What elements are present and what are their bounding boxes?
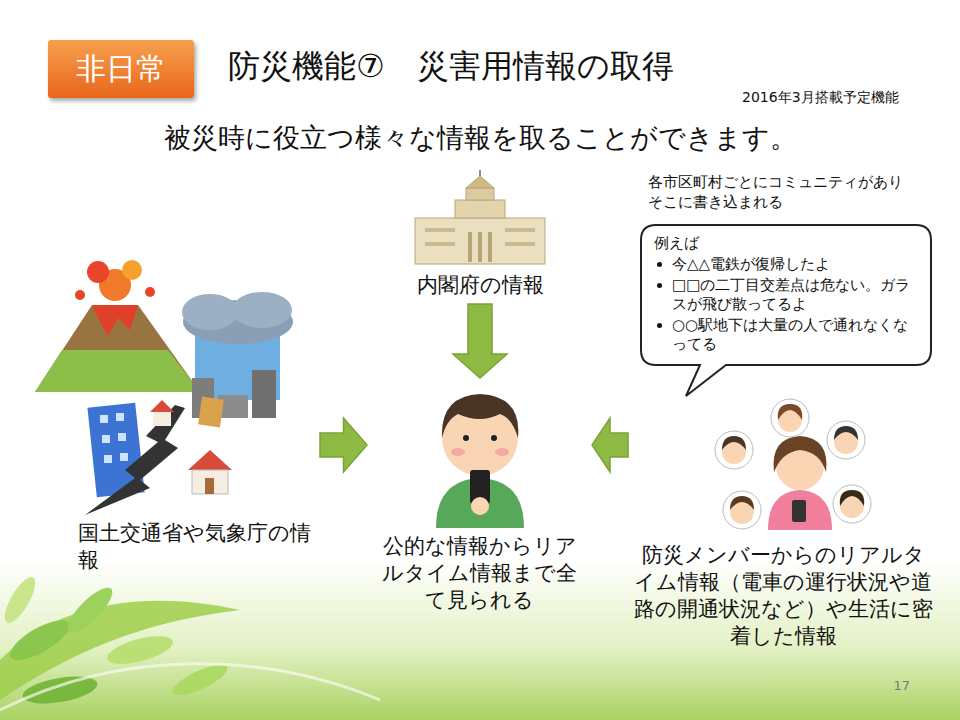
eye: [463, 435, 469, 441]
phone: [792, 500, 806, 522]
roof: [150, 400, 174, 412]
slide-title: 防災機能⑦ 災害用情報の取得: [228, 44, 674, 88]
member-face: [827, 421, 865, 459]
caption: 国土交通省や気象庁の情報: [78, 520, 315, 574]
hair: [442, 394, 518, 438]
ember: [145, 287, 155, 297]
speech-circle: [715, 431, 753, 469]
block-arrow: [453, 304, 507, 378]
window: [104, 455, 112, 463]
caption: 防災メンバーからのリアルタイム情報（電車の運行状況や道路の開通状況など）や生活に…: [633, 542, 933, 650]
block-arrow: [592, 418, 628, 472]
page-number: 17: [870, 678, 910, 694]
cloud: [232, 292, 292, 328]
speech-circle: [723, 491, 761, 529]
house: [192, 470, 228, 494]
hair: [730, 496, 754, 510]
hair: [722, 436, 746, 450]
bubble-item: □□の二丁目交差点は危ない。ガラスが飛び散ってるよ: [654, 276, 918, 314]
tower-roof: [466, 176, 494, 188]
bubble-heading: 例えば: [654, 234, 918, 253]
building-base: [415, 218, 545, 264]
bubble-item: 今△△電鉄が復帰したよ: [654, 255, 918, 274]
member-group: [715, 399, 871, 530]
leaf: [0, 573, 41, 627]
community-note: 各市区町村ごとにコミュニティがありそこに書き込まれる: [648, 172, 916, 212]
speech-circle: [827, 421, 865, 459]
volcano-body: [35, 305, 200, 392]
hand: [471, 497, 489, 515]
cloud: [182, 294, 238, 330]
windows-row: [425, 228, 455, 232]
shirt: [768, 490, 832, 530]
caption: 公的な情報からリアルタイム情報まで全て見られる: [372, 533, 587, 614]
bullet-dot: [657, 262, 662, 267]
bubble-shape: [641, 225, 931, 396]
parliament-icon: [415, 170, 545, 264]
schedule-note: 2016年3月搭載予定機能: [742, 88, 952, 106]
source-members: 防災メンバーからのリアルタイム情報（電車の運行状況や道路の開通状況など）や生活に…: [633, 402, 933, 650]
hair: [774, 436, 827, 472]
tower: [466, 188, 494, 200]
hair: [778, 404, 803, 420]
door: [205, 478, 214, 494]
storm-icon: [182, 292, 293, 418]
flagpole: [479, 170, 481, 176]
windows-row: [425, 242, 455, 246]
roof: [188, 450, 232, 470]
bubble-item: ○○駅地下は大量の人で通れなくなってる: [654, 316, 918, 354]
eruption: [87, 261, 109, 283]
building: [252, 370, 276, 418]
bullet-dot: [657, 323, 662, 328]
subtitle: 被災時に役立つ様々な情報を取ることができます。: [0, 120, 960, 156]
person-with-phone: [436, 394, 524, 528]
window: [102, 435, 110, 443]
member-face: [771, 399, 809, 437]
window: [116, 413, 124, 421]
small-building: [198, 397, 224, 428]
member-face: [723, 491, 761, 529]
source-ministries: 国土交通省や気象庁の情報: [30, 262, 315, 574]
windows-row: [505, 228, 535, 232]
speech-bubble: 例えば今△△電鉄が復帰したよ □□の二丁目交差点は危ない。ガラスが飛び散ってるよ○…: [640, 224, 932, 366]
leaf-decoration: [0, 573, 380, 710]
badge-text: 非日常: [54, 47, 188, 91]
member-face: [715, 431, 753, 469]
window: [120, 453, 128, 461]
earthquake-icon: [85, 397, 232, 515]
blush: [451, 448, 465, 456]
bullet-dot: [657, 283, 662, 288]
source-cabinet-office: 内閣府の情報: [400, 176, 560, 299]
pillar: [478, 232, 482, 262]
leaf: [5, 613, 76, 668]
volcano-slope: [35, 350, 200, 392]
member-face: [833, 485, 871, 523]
ember: [75, 290, 85, 300]
swirl-line: [0, 664, 380, 710]
speech-circle: [833, 485, 871, 523]
speech-circle: [771, 399, 809, 437]
volcano-icon: [35, 260, 200, 392]
windows-row: [505, 242, 535, 246]
lava: [92, 305, 138, 336]
category-badge: 非日常: [48, 40, 194, 98]
leaf: [62, 582, 119, 639]
pillar: [468, 232, 472, 262]
eye: [491, 435, 497, 441]
user-center: 公的な情報からリアルタイム情報まで全て見られる: [372, 383, 587, 614]
eruption: [122, 260, 142, 280]
block-arrow: [320, 418, 367, 472]
caption: 内閣府の情報: [400, 272, 560, 299]
blush: [495, 448, 509, 456]
hair: [834, 426, 858, 440]
ground-crack: [85, 405, 185, 515]
window: [118, 433, 126, 441]
house: [153, 412, 171, 426]
window: [100, 415, 108, 423]
pillar: [488, 232, 492, 262]
hair: [840, 490, 865, 506]
building-upper: [455, 200, 505, 218]
